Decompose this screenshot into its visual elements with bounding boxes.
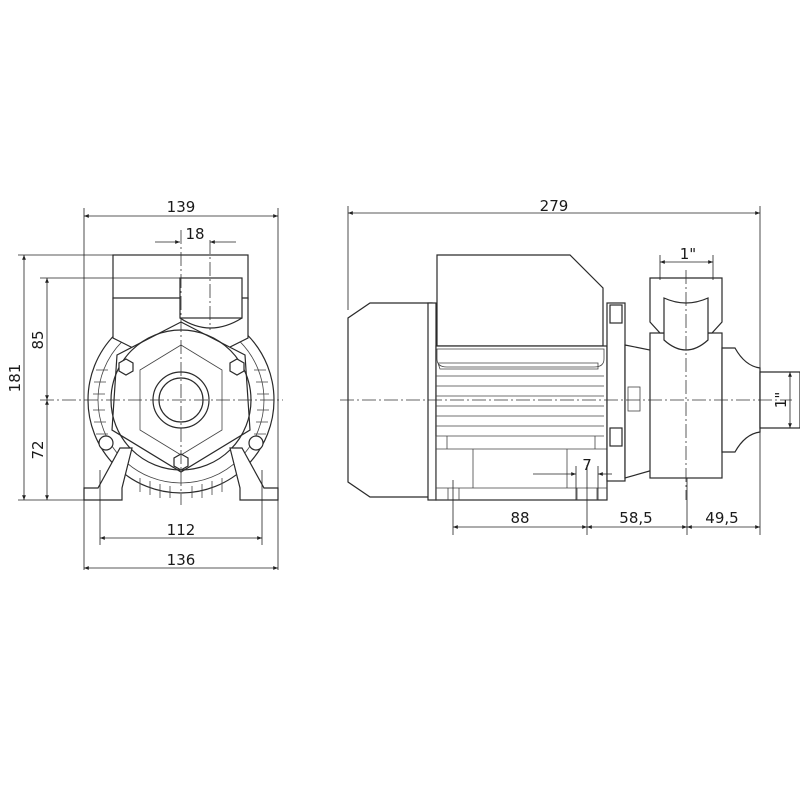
- dim-7: 7: [582, 456, 592, 474]
- motor-band: [436, 348, 605, 370]
- terminal-box: [436, 254, 604, 347]
- dim-inlet-1in: 1": [772, 392, 790, 408]
- dim-outlet-1in: 1": [680, 245, 696, 263]
- dim-72: 72: [29, 440, 47, 459]
- hex-nut-icons: [98, 358, 264, 471]
- dim-18: 18: [185, 225, 204, 243]
- outlet-neck: [179, 317, 243, 329]
- shaft-seal: [627, 386, 641, 412]
- front-dimensions: 139 18 181 85 72 112 136: [6, 198, 279, 570]
- cooling-fins: [93, 369, 269, 498]
- dim-112: 112: [167, 521, 196, 539]
- side-view: 279 1" 1" 7 88 58,5 49,5: [340, 197, 800, 535]
- fan-cover-rim: [427, 302, 437, 501]
- side-dimensions: 279 1" 1" 7 88 58,5 49,5: [347, 197, 800, 535]
- dim-139: 139: [167, 198, 196, 216]
- left-foot: [83, 447, 133, 501]
- bolt-bottom: [609, 427, 623, 447]
- motor-fins: [436, 375, 604, 437]
- foot-slots: [447, 488, 598, 500]
- motor-flange: [606, 302, 626, 482]
- dim-88: 88: [510, 509, 529, 527]
- dim-181: 181: [6, 364, 24, 393]
- motor-body: [435, 345, 608, 501]
- dim-58-5: 58,5: [619, 509, 652, 527]
- right-foot: [229, 447, 279, 501]
- dim-49-5: 49,5: [705, 509, 738, 527]
- bolt-top: [609, 304, 623, 324]
- dim-85: 85: [29, 330, 47, 349]
- dim-136: 136: [167, 551, 196, 569]
- dim-279: 279: [540, 197, 569, 215]
- outlet-port: [179, 277, 243, 319]
- motor-base: [435, 436, 607, 500]
- front-view: 139 18 181 85 72 112 136: [6, 198, 283, 570]
